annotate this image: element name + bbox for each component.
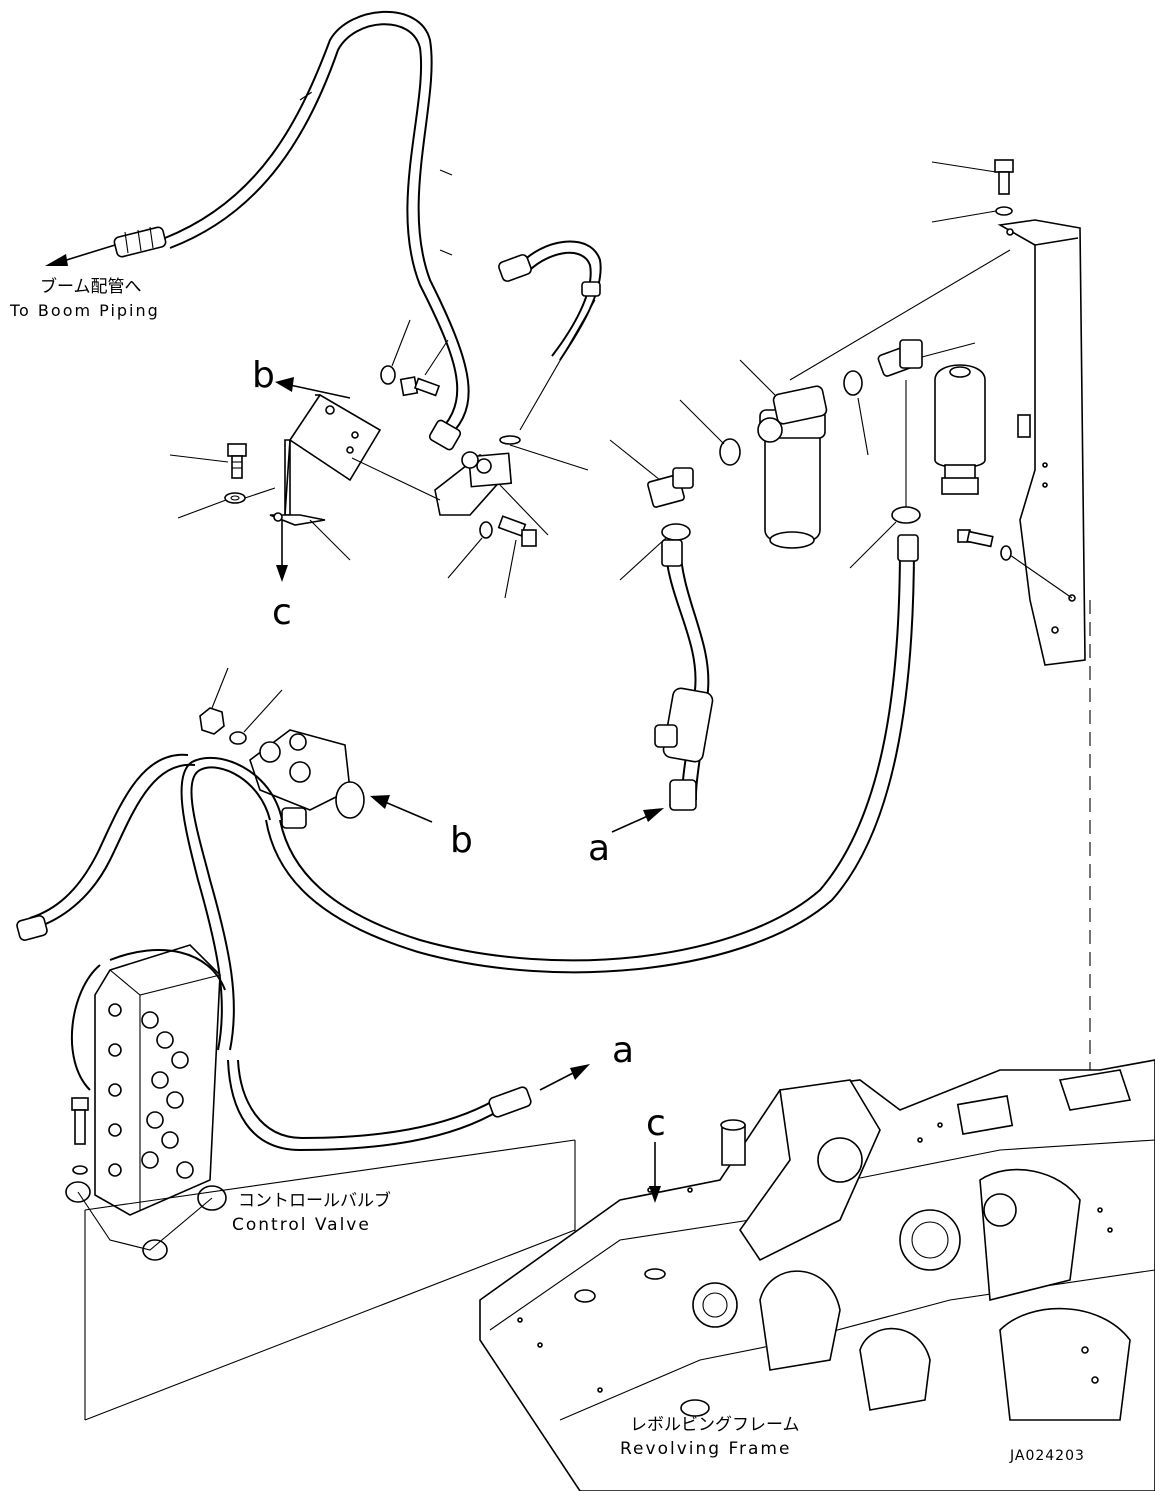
o-ring-plug bbox=[229, 689, 283, 745]
control-valve-label-en: Control Valve bbox=[232, 1215, 371, 1235]
callout-a-arrow-low bbox=[539, 1064, 590, 1091]
elbow-fitting-right bbox=[877, 339, 976, 377]
bolt-upper bbox=[380, 319, 449, 397]
bolt-mid-right bbox=[957, 529, 1012, 561]
revolving-frame bbox=[479, 1059, 1155, 1491]
bolt-top-right bbox=[931, 159, 1014, 195]
revolving-frame-label-en: Revolving Frame bbox=[620, 1439, 791, 1459]
small-hose-upper bbox=[498, 240, 602, 431]
o-ring-lower-right bbox=[849, 380, 921, 569]
o-ring-right bbox=[843, 370, 869, 456]
small-valve-block bbox=[351, 435, 589, 536]
boom-piping-label-ja: ブーム配管へ bbox=[40, 276, 142, 297]
bolt-left bbox=[169, 443, 247, 479]
bolt-lower bbox=[447, 515, 537, 599]
long-hose-return bbox=[265, 534, 919, 974]
callout-a-arrow-mid bbox=[611, 808, 664, 833]
o-ring-filter bbox=[679, 399, 741, 466]
to-boom-arrow bbox=[45, 244, 116, 266]
washer-left bbox=[177, 487, 276, 519]
washer-top-right bbox=[931, 206, 1013, 223]
drawing-code: JA024203 bbox=[1009, 1448, 1085, 1464]
mounting-bracket bbox=[269, 393, 382, 526]
callout-b-arrow-top bbox=[275, 377, 351, 399]
elbow-fitting-left bbox=[609, 439, 694, 508]
hose-to-a bbox=[654, 539, 714, 811]
callout-b-arrow-mid bbox=[370, 795, 433, 823]
accumulator bbox=[934, 364, 986, 495]
control-valve-label-ja: コントロールバルブ bbox=[238, 1190, 391, 1211]
boom-piping-label-en: To Boom Piping bbox=[9, 301, 160, 320]
callout-b-top: b bbox=[252, 355, 275, 396]
revolving-frame-label-ja: レボルビングフレーム bbox=[630, 1415, 800, 1435]
callout-a-low: a bbox=[612, 1030, 634, 1071]
boom-piping-hose bbox=[113, 10, 470, 451]
callout-a-mid: a bbox=[588, 828, 610, 869]
o-ring-left bbox=[619, 523, 691, 581]
control-valve bbox=[65, 944, 227, 1261]
callout-b-mid: b bbox=[450, 820, 473, 861]
relief-valve bbox=[249, 729, 365, 829]
callout-c-arrow-frame bbox=[649, 1142, 661, 1203]
callout-c-frame: c bbox=[646, 1103, 666, 1144]
line-filter bbox=[739, 359, 828, 549]
callout-c-arrow-left bbox=[276, 519, 351, 582]
plug-left bbox=[199, 667, 229, 735]
callout-c-left: c bbox=[272, 592, 292, 633]
hose-control-to-a bbox=[227, 1059, 532, 1152]
hose-to-control-valve bbox=[16, 753, 283, 1051]
